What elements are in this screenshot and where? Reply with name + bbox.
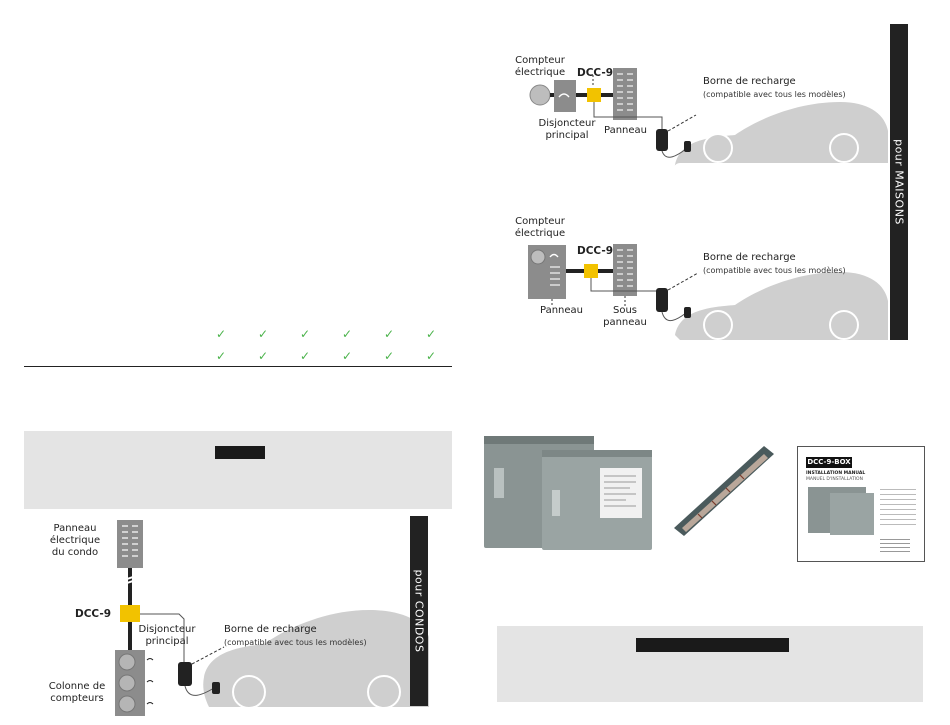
table-check-row-1: ✓ ✓ ✓ ✓ ✓ ✓ xyxy=(200,326,460,342)
condo-banner xyxy=(24,431,452,509)
check-icon: ✓ xyxy=(257,349,269,363)
check-icon: ✓ xyxy=(299,327,311,341)
product-enclosure-photo xyxy=(484,436,652,550)
product-banner-tag xyxy=(636,638,789,652)
plug xyxy=(212,682,220,694)
home1-meter-label: Compteur électrique xyxy=(514,55,566,78)
home1-device-label: DCC-9 xyxy=(577,67,614,79)
condo-panel xyxy=(117,520,143,568)
check-icon: ✓ xyxy=(215,327,227,341)
home2-device-label: DCC-9 xyxy=(577,245,614,257)
check-icon: ✓ xyxy=(383,327,395,341)
condo-panel-slots xyxy=(122,525,138,557)
manual-title: DCC-9-BOX xyxy=(806,457,852,468)
home2-meter-label: Compteur électrique xyxy=(514,216,566,239)
condo-charger-label: Borne de recharge xyxy=(224,624,317,635)
home1-panel-label: Panneau xyxy=(604,125,648,136)
check-icon: ✓ xyxy=(257,327,269,341)
manual-sub: INSTALLATION MANUAL xyxy=(806,471,866,476)
car-wheel-front xyxy=(232,675,266,709)
home2-panel-label: Panneau xyxy=(540,305,584,316)
condo-device-label: DCC-9 xyxy=(75,608,112,620)
condo-breaker-label: Disjoncteur principal xyxy=(138,624,196,647)
home1-charger-label: Borne de recharge xyxy=(703,76,796,87)
check-icon: ✓ xyxy=(299,349,311,363)
check-icon: ✓ xyxy=(341,349,353,363)
home2-charger-label: Borne de recharge xyxy=(703,252,796,263)
home1-charger-sub: (compatible avec tous les modèles) xyxy=(703,90,846,99)
main-breaker-1 xyxy=(554,80,576,112)
home2-subpanel-label: Sous panneau xyxy=(603,305,647,328)
condo-panel-label: Panneau électrique du condo xyxy=(49,523,101,558)
condo-diagram xyxy=(115,520,429,716)
charger-1 xyxy=(656,129,668,151)
check-icon: ✓ xyxy=(383,349,395,363)
product-manual: DCC-9-BOX INSTALLATION MANUAL MANUEL D'I… xyxy=(797,446,925,562)
car-wheel-rear xyxy=(367,675,401,709)
home1-breaker-label: Disjoncteur principal xyxy=(538,118,596,141)
check-icon: ✓ xyxy=(425,349,437,363)
check-icon: ✓ xyxy=(425,327,437,341)
check-icon: ✓ xyxy=(341,327,353,341)
check-icon: ✓ xyxy=(215,349,227,363)
condo-meters-label: Colonne de compteurs xyxy=(48,681,106,704)
condo-charger-sub: (compatible avec tous les modèles) xyxy=(224,638,367,647)
panel-1 xyxy=(613,68,637,120)
meter-1 xyxy=(529,84,551,106)
charger xyxy=(178,662,192,686)
table-check-row-2: ✓ ✓ ✓ ✓ ✓ ✓ xyxy=(200,348,460,364)
dcc9-device-1 xyxy=(587,88,601,102)
homes-side-tab: pour MAISONS xyxy=(890,24,908,340)
homes-diagrams xyxy=(528,68,888,340)
product-rail-photo xyxy=(674,446,774,536)
table-rule xyxy=(24,366,452,367)
charger-2 xyxy=(656,288,668,312)
dcc9-device xyxy=(120,605,140,622)
condos-side-tab: pour CONDOS xyxy=(410,516,428,706)
home2-charger-sub: (compatible avec tous les modèles) xyxy=(703,266,846,275)
subpanel-2 xyxy=(613,244,637,296)
dcc9-device-2 xyxy=(584,264,598,278)
manual-sub-fr: MANUEL D'INSTALLATION xyxy=(806,477,863,482)
condo-banner-tag xyxy=(215,446,265,459)
